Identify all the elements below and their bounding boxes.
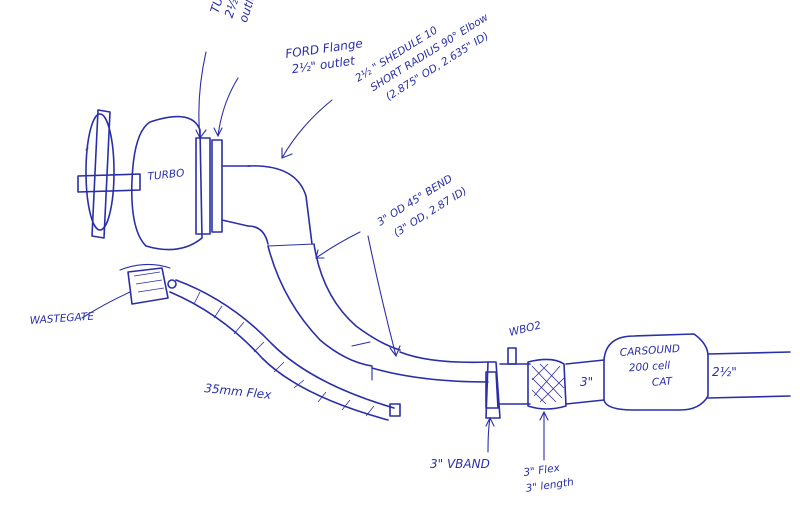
flex-section [527, 358, 567, 410]
wastegate-label: WASTEGATE [29, 311, 94, 327]
cat-label: CARSOUND 200 cell CAT [619, 343, 686, 391]
outlet-pipe [707, 351, 791, 399]
elbow-label: 2½ " SHEDULE 10 SHORT RADIUS 90° Elbow (… [353, 0, 502, 112]
wbo2-label: WBO2 [508, 319, 543, 339]
turbo-assembly [77, 109, 251, 251]
pipe-to-cat [565, 359, 605, 405]
ford-flange-label: FORD Flange 2½" outlet [284, 36, 369, 77]
wbo2-bung [507, 347, 517, 365]
flex-hose [169, 279, 401, 421]
flex-hose-label: 35mm Flex [204, 381, 273, 402]
bend-label: 3" OD 45° BEND (3" OD, 2.87 ID) [375, 170, 469, 244]
turbo-body-label: TURBO [147, 167, 185, 183]
vband-label: 3" VBAND [430, 457, 490, 471]
pipe-2-5in-label: 2½" [712, 365, 737, 379]
elbow-pipe [247, 165, 315, 247]
flex-length-label: 3" Flex 3" length [523, 460, 575, 494]
leader-arrows [81, 51, 549, 461]
straight-pipe [499, 363, 531, 405]
pipe-3in-label: 3" [580, 375, 593, 389]
wastegate [119, 263, 177, 305]
bend-pipe [267, 243, 489, 383]
vband-clamp [485, 361, 501, 419]
catalytic-converter [603, 333, 709, 411]
turbo-outlet-label: TURBO 2½" outlet [208, 0, 264, 24]
labels: TURBO 2½" outlet FORD Flange 2½" outlet … [29, 0, 736, 495]
